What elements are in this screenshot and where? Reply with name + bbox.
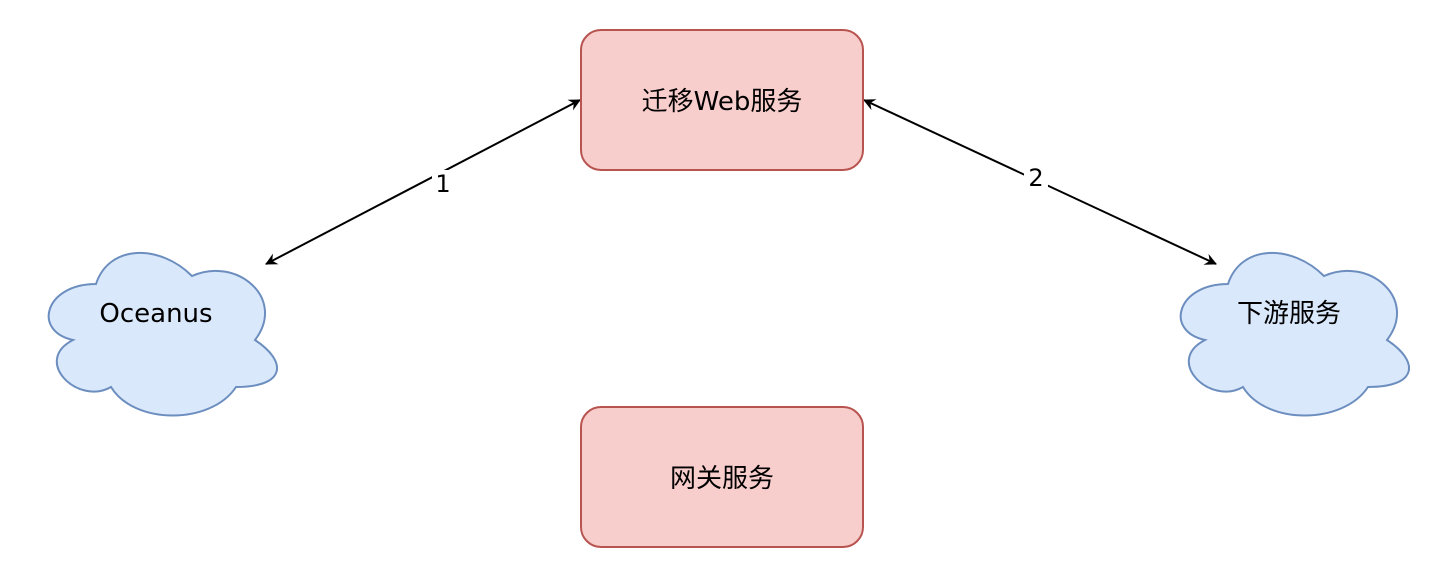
node-gateway-service-label: 网关服务 [670,464,774,494]
node-gateway-service-box [580,406,864,548]
edge-label-2-bg [1024,164,1048,190]
node-downstream-service[interactable]: 下游服务 [1179,252,1411,417]
edge-label-2: 2 [1028,164,1043,192]
node-downstream-service-label: 下游服务 [1237,299,1341,329]
node-oceanus-label: Oceanus [99,299,212,329]
node-gateway-service[interactable]: 网关服务 [580,406,864,548]
edge-oceanus-migration-line [265,99,581,265]
edge-migration-downstream: 2 [863,99,1217,265]
edge-label-1: 1 [435,170,450,198]
node-migration-web-service-label: 迁移Web服务 [642,87,803,117]
node-oceanus-cloud-shape [47,252,279,417]
edge-label-1-bg [432,170,454,196]
edge-oceanus-migration: 1 [265,99,581,265]
node-oceanus[interactable]: Oceanus [47,252,279,417]
node-migration-web-service-box [580,29,864,171]
node-migration-web-service[interactable]: 迁移Web服务 [580,29,864,171]
node-downstream-service-cloud-shape [1179,252,1411,417]
